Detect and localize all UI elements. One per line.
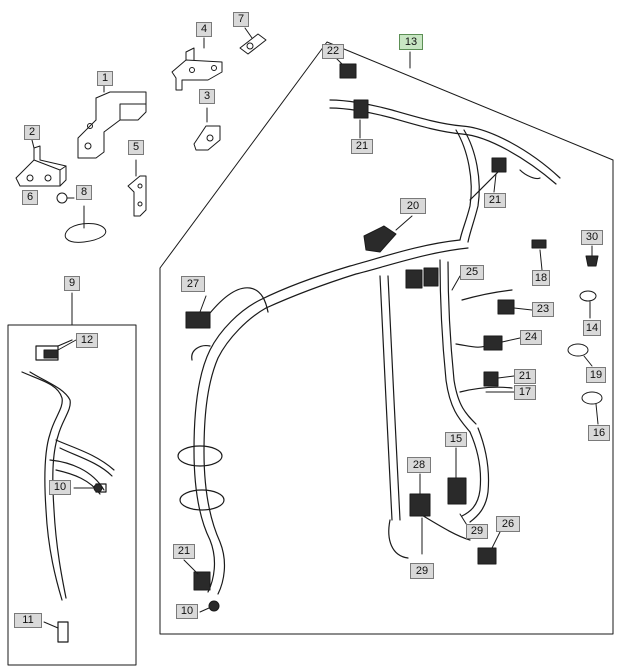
callout-23[interactable]: 23 (532, 302, 554, 317)
callout-27[interactable]: 27 (181, 276, 205, 292)
callout-28[interactable]: 28 (407, 457, 431, 473)
callout-2-text: 2 (28, 126, 36, 138)
callout-26-text: 26 (501, 517, 515, 530)
callout-24-text: 24 (524, 331, 538, 343)
callout-1[interactable]: 1 (97, 71, 113, 86)
callout-25-text: 25 (465, 266, 479, 278)
callout-4[interactable]: 4 (196, 22, 212, 37)
callout-30[interactable]: 30 (581, 230, 603, 245)
bracket-4-part (171, 37, 223, 91)
callout-29-right[interactable]: 29 (466, 524, 488, 539)
callout-10-text: 10 (53, 481, 67, 493)
callout-27-text: 27 (186, 277, 200, 290)
callout-29-bottom[interactable]: 29 (410, 563, 434, 579)
callout-1-text: 1 (101, 72, 109, 84)
callout-25[interactable]: 25 (460, 265, 484, 280)
cable-tie-8-part (64, 205, 107, 243)
callout-21-bottom-left[interactable]: 21 (173, 544, 195, 559)
callout-3[interactable]: 3 (199, 89, 215, 104)
harness-kit-outline (159, 41, 614, 635)
callout-15[interactable]: 15 (445, 432, 467, 447)
nut-6-part (56, 192, 75, 204)
callout-5[interactable]: 5 (128, 140, 144, 155)
callout-5-text: 5 (132, 141, 140, 153)
callout-8-text: 8 (80, 186, 88, 198)
callout-14[interactable]: 14 (583, 320, 601, 336)
callout-18[interactable]: 18 (532, 270, 550, 286)
callout-21-right[interactable]: 21 (484, 193, 506, 208)
callout-13-text: 13 (404, 35, 418, 48)
bracket-3-part (193, 107, 221, 151)
callout-20-text: 20 (406, 199, 420, 212)
connector-shapes (43, 63, 599, 612)
callout-7-text: 7 (237, 13, 245, 25)
callout-11[interactable]: 11 (14, 613, 42, 628)
callout-19[interactable]: 19 (586, 367, 606, 383)
callout-10-harness-9[interactable]: 10 (49, 480, 71, 495)
callout-16-text: 16 (592, 426, 606, 439)
callout-21-mid-right[interactable]: 21 (514, 369, 536, 384)
bracket-5-part (127, 159, 147, 217)
callout-6-text: 6 (26, 191, 34, 203)
callout-6[interactable]: 6 (22, 190, 38, 205)
callout-26[interactable]: 26 (496, 516, 520, 532)
callout-17-text: 17 (518, 386, 532, 398)
callout-21-text: 21 (488, 194, 502, 206)
leader-lines (43, 57, 543, 629)
callout-13[interactable]: 13 (399, 34, 423, 50)
callout-7[interactable]: 7 (233, 12, 249, 27)
callout-12-text: 12 (80, 334, 94, 346)
callout-28-text: 28 (412, 458, 426, 471)
callout-21-text: 21 (355, 140, 369, 152)
callout-22[interactable]: 22 (322, 44, 344, 59)
callout-30-text: 30 (585, 231, 599, 243)
callout-11-text: 11 (22, 614, 34, 626)
bracket-1-part (77, 85, 147, 159)
callout-22-text: 22 (326, 45, 340, 57)
callout-17[interactable]: 17 (514, 385, 536, 400)
callout-4-text: 4 (200, 23, 208, 35)
callout-23-text: 23 (536, 303, 550, 315)
callout-24[interactable]: 24 (520, 330, 542, 345)
callout-21-top[interactable]: 21 (351, 139, 373, 154)
callout-18-text: 18 (534, 271, 548, 284)
callout-21-text: 21 (177, 545, 191, 557)
callout-10-harness-13[interactable]: 10 (176, 604, 198, 619)
callout-10-text: 10 (180, 605, 194, 617)
callout-20[interactable]: 20 (400, 198, 426, 214)
callout-9-text: 9 (68, 277, 76, 289)
callout-14-text: 14 (585, 321, 599, 334)
callout-15-text: 15 (449, 433, 463, 445)
bracket-2-part (15, 139, 67, 187)
callout-9[interactable]: 9 (64, 276, 80, 291)
callout-3-text: 3 (203, 90, 211, 102)
callout-2[interactable]: 2 (24, 125, 40, 140)
callout-21-text: 21 (518, 370, 532, 382)
callout-29-text: 29 (415, 564, 429, 577)
main-harness-13-part (177, 99, 561, 595)
callout-8[interactable]: 8 (76, 185, 92, 200)
callout-12[interactable]: 12 (76, 333, 98, 348)
clip-7-part (239, 27, 267, 55)
callout-29-text: 29 (470, 525, 484, 537)
callout-19-text: 19 (589, 368, 603, 381)
clamp-parts (567, 245, 603, 425)
callout-16[interactable]: 16 (588, 425, 610, 441)
